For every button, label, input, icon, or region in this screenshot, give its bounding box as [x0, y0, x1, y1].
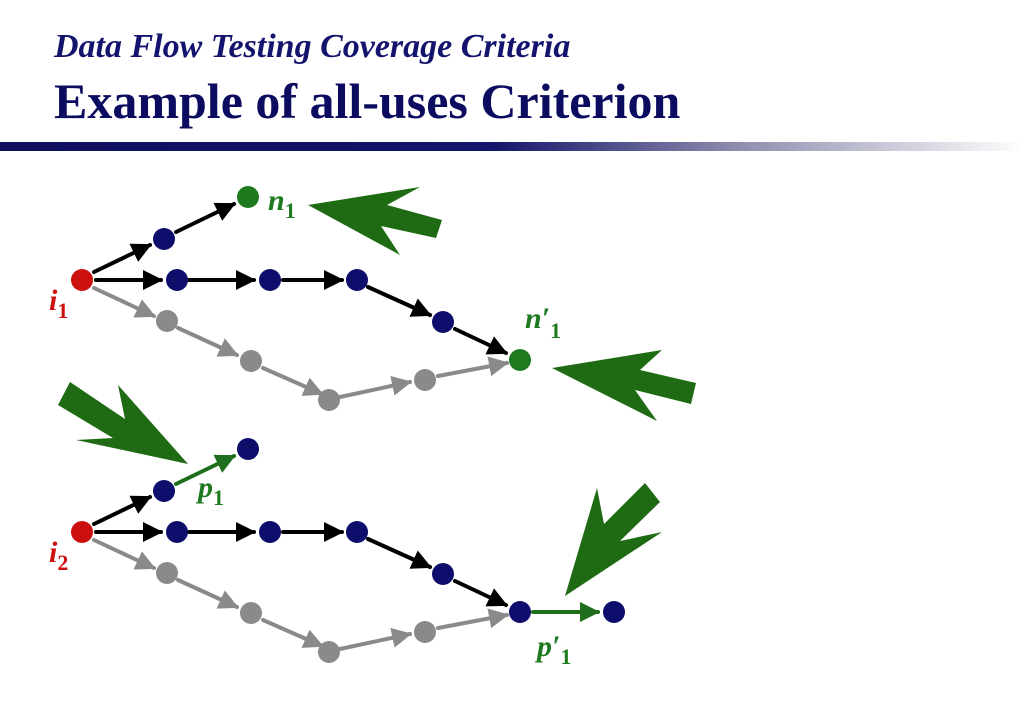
- node: [240, 350, 262, 372]
- edge-p1: [174, 454, 236, 486]
- edge: [176, 326, 239, 357]
- pointer-arrow-p1-icon: [58, 382, 188, 464]
- graph-1-gray-path: [92, 286, 509, 399]
- label-i1: i1: [49, 284, 68, 323]
- definition-node-i1: [71, 269, 93, 291]
- edge: [338, 627, 412, 651]
- edge: [366, 537, 432, 569]
- label-i2: i2: [49, 536, 68, 575]
- definition-node-i2: [71, 521, 93, 543]
- node: [259, 521, 281, 543]
- node: [156, 310, 178, 332]
- node: [346, 521, 368, 543]
- pointer-arrows: [58, 187, 696, 596]
- edge: [92, 495, 152, 526]
- pointer-arrow-n1-icon: [308, 187, 442, 255]
- node: [509, 601, 531, 623]
- graph-1-black-paths: [92, 202, 508, 355]
- edge: [261, 366, 324, 396]
- label-n1: n1: [268, 184, 296, 223]
- node: [318, 641, 340, 663]
- edge: [92, 243, 152, 274]
- node: [166, 269, 188, 291]
- node: [240, 602, 262, 624]
- edge: [453, 579, 508, 607]
- edge: [174, 202, 236, 234]
- label-n1-prime: n′1: [525, 302, 561, 343]
- node: [346, 269, 368, 291]
- node: [259, 269, 281, 291]
- label-p1-prime: p′1: [534, 630, 571, 669]
- node: [603, 601, 625, 623]
- node: [237, 438, 259, 460]
- edge: [176, 578, 239, 609]
- edge: [453, 327, 508, 355]
- node: [414, 621, 436, 643]
- edge: [338, 375, 412, 399]
- node: [156, 562, 178, 584]
- label-p1: p1: [195, 471, 224, 510]
- slide-title: Example of all-uses Criterion: [54, 73, 681, 129]
- use-node-n1: [237, 186, 259, 208]
- node: [318, 389, 340, 411]
- graph-1: [71, 186, 531, 411]
- pointer-arrow-p1-prime-icon: [565, 483, 662, 596]
- graph-2-black-paths: [92, 495, 508, 607]
- edge: [92, 538, 156, 570]
- node: [166, 521, 188, 543]
- node: [414, 369, 436, 391]
- edge: [92, 286, 156, 318]
- node: [153, 480, 175, 502]
- node: [432, 563, 454, 585]
- edge: [261, 618, 324, 648]
- node: [153, 228, 175, 250]
- edge: [366, 285, 432, 317]
- graph-2: [71, 438, 625, 663]
- use-node-n1-prime: [509, 349, 531, 371]
- edge: [436, 356, 509, 378]
- graph-2-use-edges: [174, 454, 600, 622]
- title-underline: [0, 142, 1024, 151]
- graph-2-gray-path: [92, 538, 509, 651]
- edge: [436, 608, 509, 630]
- node: [432, 311, 454, 333]
- slide-subtitle: Data Flow Testing Coverage Criteria: [54, 28, 571, 65]
- pointer-arrow-n1-prime-icon: [552, 350, 696, 421]
